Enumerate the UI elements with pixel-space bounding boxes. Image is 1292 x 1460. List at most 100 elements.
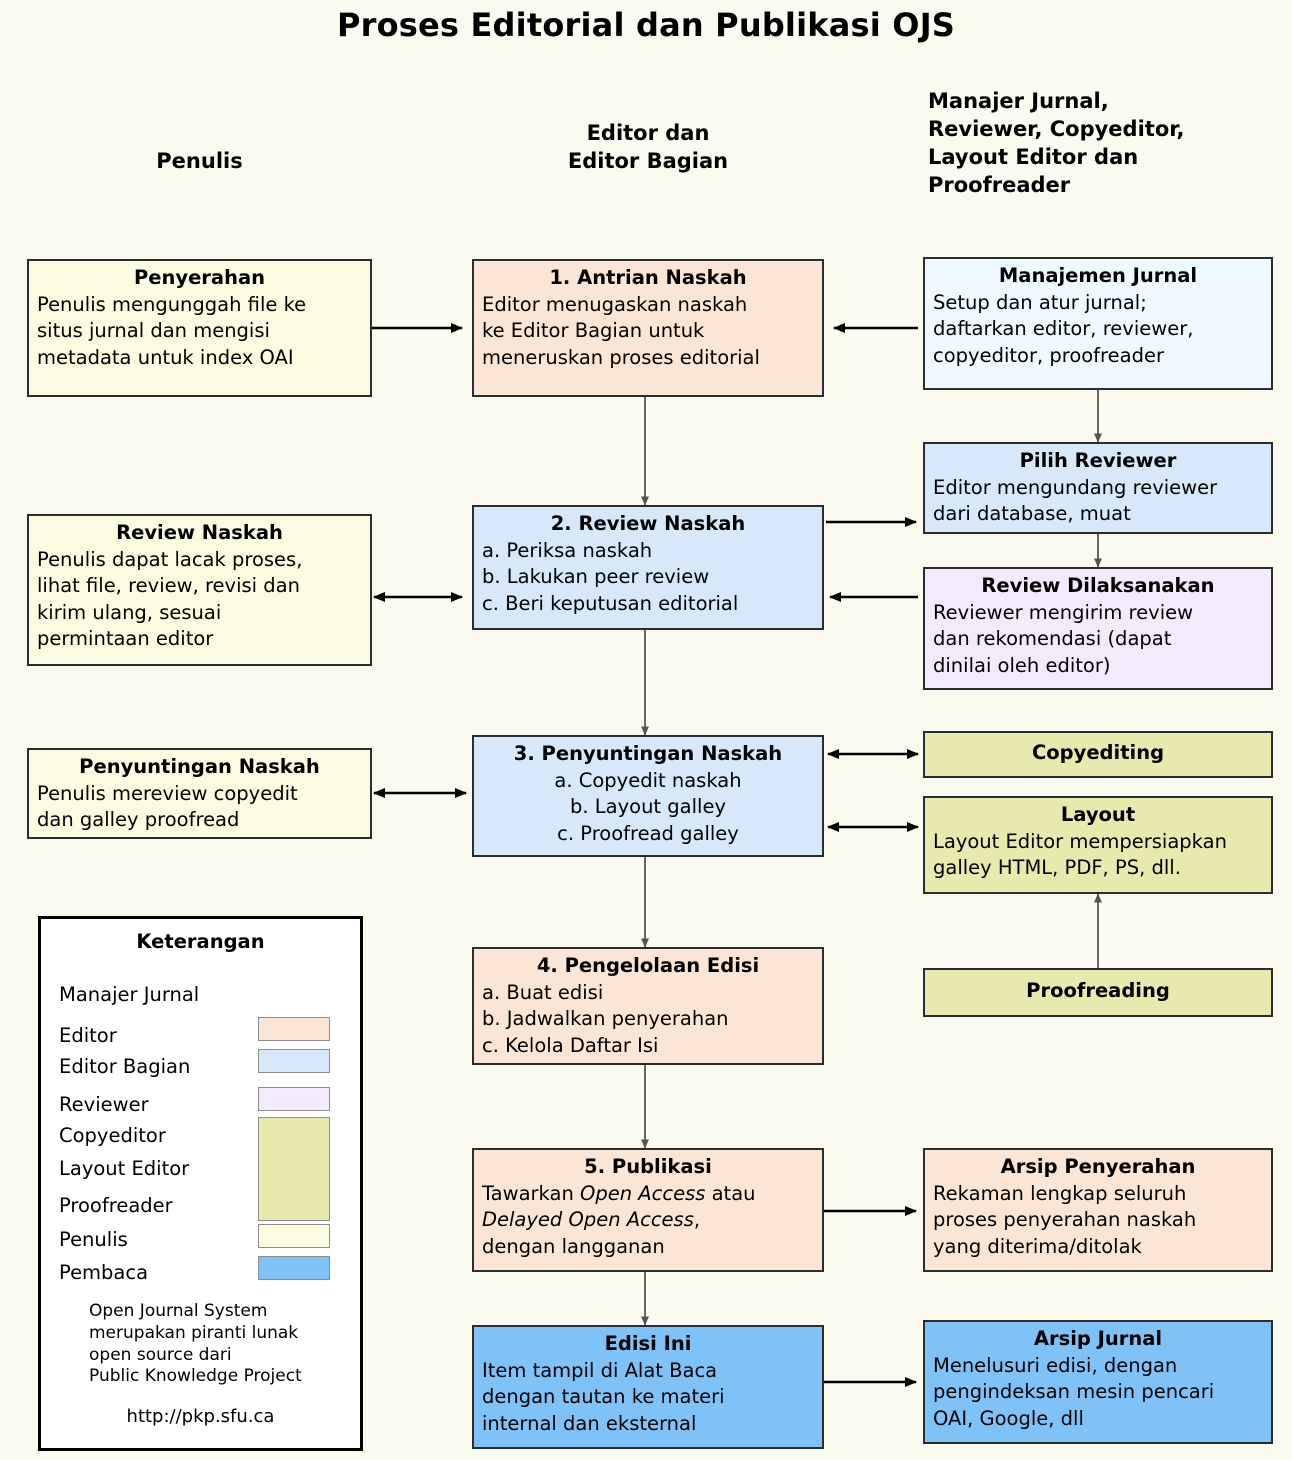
body-line: b. Lakukan peer review	[482, 565, 710, 589]
page-title: Proses Editorial dan Publikasi OJS	[336, 6, 956, 44]
node-header: Copyediting	[1031, 741, 1165, 765]
body-line: dan galley proofread	[37, 808, 240, 832]
body-line: daftarkan editor, reviewer,	[933, 317, 1194, 341]
body-line: Editor mengundang reviewer	[933, 476, 1218, 500]
node-header: Penyerahan	[133, 266, 266, 289]
node-header: Review Naskah	[116, 521, 283, 544]
node-header: 3. Penyuntingan Naskah	[513, 742, 783, 765]
legend-title: Keterangan	[136, 930, 265, 953]
node-body: Penulis dapat lacak proses,lihat file, r…	[37, 547, 362, 652]
node-proofreading[interactable]: Proofreading	[923, 968, 1273, 1017]
node-pilih-reviewer[interactable]: Pilih Reviewer Editor mengundang reviewe…	[923, 442, 1273, 534]
body-line: dengan langganan	[482, 1234, 665, 1258]
body-line: ke Editor Bagian untuk	[482, 319, 705, 343]
body-line: Tawarkan Open Access atau	[482, 1182, 756, 1206]
body-line: Layout Editor mempersiapkan	[933, 830, 1227, 854]
node-penyuntingan-penulis[interactable]: Penyuntingan Naskah Penulis mereview cop…	[27, 748, 372, 839]
node-header: Manajemen Jurnal	[998, 264, 1198, 287]
legend-swatch-reviewer	[258, 1087, 330, 1111]
body-line: proses penyerahan naskah	[933, 1208, 1197, 1232]
node-header: 5. Publikasi	[584, 1155, 712, 1178]
body-line: permintaan editor	[37, 626, 214, 650]
column-header-line: Manajer Jurnal,	[928, 89, 1109, 113]
node-penyuntingan-naskah[interactable]: 3. Penyuntingan Naskah a. Copyedit naska…	[472, 735, 824, 857]
legend-note-line: merupakan piranti lunak	[89, 1322, 299, 1343]
body-line: galley HTML, PDF, PS, dll.	[933, 856, 1181, 880]
legend-item-pembaca: Pembaca	[59, 1261, 149, 1284]
body-line: dari database, muat	[933, 502, 1131, 526]
node-header: Review Dilaksanakan	[981, 574, 1215, 597]
body-line: Setup dan atur jurnal;	[933, 291, 1147, 315]
node-header: Arsip Jurnal	[1033, 1327, 1163, 1350]
body-line: internal dan eksternal	[482, 1411, 697, 1435]
body-line: dan rekomendasi (dapat	[933, 627, 1172, 651]
legend-swatch-editor	[258, 1017, 330, 1041]
node-header: 2. Review Naskah	[550, 512, 746, 535]
column-header-line: Proofreader	[928, 172, 1071, 197]
node-header: Penyuntingan Naskah	[79, 755, 320, 778]
legend-item-layout-editor: Layout Editor	[59, 1157, 190, 1180]
node-arsip-penyerahan[interactable]: Arsip Penyerahan Rekaman lengkap seluruh…	[923, 1148, 1273, 1272]
legend-item-proofreader: Proofreader	[59, 1194, 173, 1217]
body-line: lihat file, review, revisi dan	[37, 574, 300, 598]
body-line: b. Jadwalkan penyerahan	[482, 1007, 729, 1031]
column-header-others: Manajer Jurnal, Reviewer, Copyeditor, Layo…	[928, 88, 1278, 200]
node-antrian-naskah[interactable]: 1. Antrian Naskah Editor menugaskan nask…	[472, 259, 824, 397]
body-line: c. Kelola Daftar Isi	[482, 1033, 659, 1057]
body-line: OAI, Google, dll	[933, 1406, 1084, 1430]
node-review-naskah-penulis[interactable]: Review Naskah Penulis dapat lacak proses…	[27, 514, 372, 666]
legend-swatch-copyeditor	[258, 1117, 330, 1221]
node-manajemen-jurnal[interactable]: Manajemen Jurnal Setup dan atur jurnal;d…	[923, 257, 1273, 390]
body-line: Penulis dapat lacak proses,	[37, 548, 303, 572]
legend-swatch-penulis	[258, 1224, 330, 1248]
body-line: Editor menugaskan naskah	[482, 293, 748, 317]
column-header-line: Layout Editor dan	[928, 144, 1139, 169]
body-line: a. Periksa naskah	[482, 539, 653, 563]
body-line: dengan tautan ke materi	[482, 1385, 725, 1409]
body-line: meneruskan proses editorial	[482, 345, 760, 369]
node-copyediting[interactable]: Copyediting	[923, 731, 1273, 778]
body-line: situs jurnal dan mengisi	[37, 319, 270, 343]
legend-item-editor-bagian: Editor Bagian	[59, 1055, 191, 1078]
node-review-dilaksanakan[interactable]: Review Dilaksanakan Reviewer mengirim re…	[923, 567, 1273, 690]
legend-swatch-editor-bagian	[258, 1049, 330, 1073]
node-header: 1. Antrian Naskah	[549, 266, 747, 289]
legend-item-copyeditor: Copyeditor	[59, 1124, 166, 1147]
legend-note-line: Public Knowledge Project	[89, 1366, 302, 1387]
column-header-line: Editor Bagian	[567, 148, 729, 173]
legend-item-penulis: Penulis	[59, 1228, 128, 1251]
column-header-line: Reviewer, Copyeditor,	[928, 116, 1185, 141]
legend-note-line: Open Journal System	[89, 1301, 268, 1321]
body-line: a. Copyedit naskah	[554, 769, 742, 793]
body-line: copyeditor, proofreader	[933, 343, 1164, 367]
body-line: b. Layout galley	[570, 795, 726, 819]
node-header: Layout	[1060, 803, 1136, 826]
body-line: c. Proofread galley	[557, 821, 739, 845]
node-header: 4. Pengelolaan Edisi	[536, 954, 760, 977]
body-line: Penulis mereview copyedit	[37, 782, 298, 806]
node-header: Arsip Penyerahan	[1000, 1155, 1196, 1178]
node-header: Proofreading	[1026, 979, 1170, 1003]
